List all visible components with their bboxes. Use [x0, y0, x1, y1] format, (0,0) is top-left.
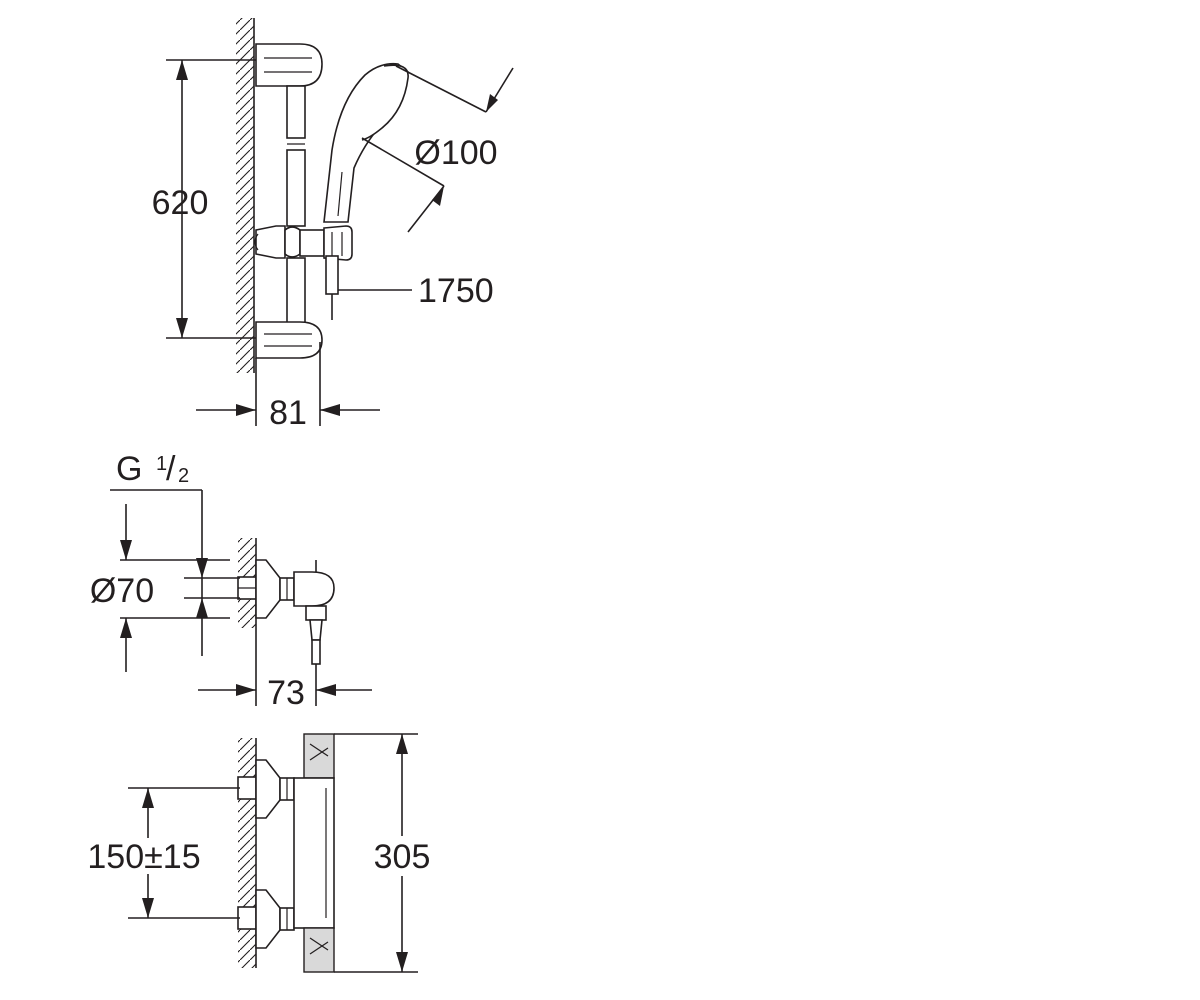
- svg-text:/: /: [166, 450, 176, 488]
- upper-wall-bracket: [255, 43, 323, 87]
- mixer-side-view: G 1 / 2 Ø70 73: [90, 450, 372, 712]
- lower-rosette: [255, 889, 281, 949]
- thread-label-g: G: [116, 450, 142, 488]
- dim-mixer-height-label: 305: [374, 838, 431, 876]
- dim-handshower-diameter: Ø100: [361, 65, 514, 233]
- dim-rail-height-label: 620: [152, 184, 209, 222]
- dim-inlet-spacing: 150±15: [87, 787, 240, 919]
- wall-hatch-top: [236, 18, 255, 373]
- lower-wall-bracket: [255, 321, 323, 359]
- dim-rail-height: 620: [152, 59, 256, 339]
- thread-label: G 1 / 2: [110, 450, 208, 656]
- mixer-body-side: [293, 571, 335, 607]
- dim-mixer-projection-label: 73: [267, 674, 305, 712]
- dim-rail-depth: 81: [196, 342, 380, 432]
- dim-rosette-diameter-label: Ø70: [90, 572, 154, 610]
- dim-mixer-projection: 73: [198, 664, 372, 712]
- dim-inlet-spacing-label: 150±15: [87, 838, 200, 876]
- dim-hose-length-label: 1750: [418, 272, 494, 310]
- dim-hose-length: 1750: [338, 272, 494, 310]
- hand-shower: [323, 62, 409, 320]
- rosette: [255, 559, 281, 619]
- shower-rail-view: 620 Ø100 1750 81: [152, 18, 514, 432]
- rail-slider: [254, 225, 353, 261]
- thread-label-denominator: 2: [178, 465, 189, 487]
- flow-handle: [303, 927, 335, 973]
- dim-rail-depth-label: 81: [269, 394, 307, 432]
- thread-label-numerator: 1: [156, 453, 167, 475]
- wall-hatch-bottom: [238, 738, 257, 968]
- temperature-handle: [303, 733, 335, 779]
- dim-handshower-diameter-label: Ø100: [414, 134, 497, 172]
- upper-inlet-nut: [237, 776, 257, 800]
- rail-tube: [286, 85, 306, 325]
- dim-rosette-diameter: Ø70: [90, 504, 240, 672]
- mixer-front-view: 150±15 305: [87, 733, 431, 973]
- wall-hatch-middle: [238, 538, 257, 706]
- mixer-body-front: [293, 733, 335, 973]
- dim-mixer-height: 305: [334, 733, 431, 973]
- lower-inlet-nut: [237, 906, 257, 930]
- upper-rosette: [255, 759, 281, 819]
